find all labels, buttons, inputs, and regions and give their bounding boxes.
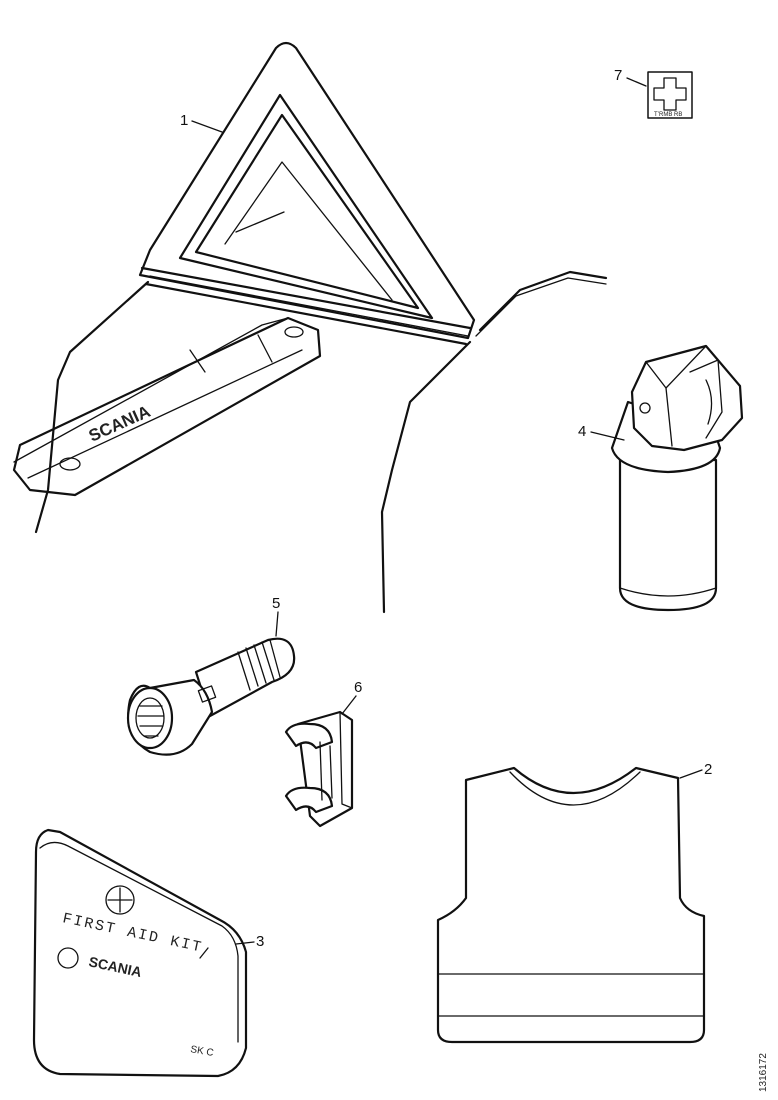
cross-in-circle-icon [105,885,135,915]
drawing-reference: 1316172 [758,1053,769,1092]
leader-1 [191,120,223,133]
first-aid-kit: FIRST AID KIT SCANIA SK C [32,828,248,1078]
leader-4 [590,431,625,441]
leader-6 [341,695,357,715]
sticker-caption: T’RMB RB [654,112,682,118]
callout-7: 7 [614,67,622,84]
callout-6: 6 [354,679,362,696]
first-aid-sticker: T’RMB RB [647,71,693,119]
cross-icon [653,77,687,111]
leader-2 [679,769,703,779]
callout-4: 4 [578,423,586,440]
reflective-vest [436,766,706,1044]
leader-3 [235,941,255,945]
first-aid-small: SK C [189,1044,214,1059]
fire-extinguisher [610,344,744,612]
warning-triangle [34,41,608,614]
callout-5: 5 [272,595,280,612]
callout-1: 1 [180,112,188,129]
warning-triangle-case: SCANIA [12,316,322,497]
callout-2: 2 [704,761,712,778]
leader-5 [275,611,279,637]
flashlight [126,637,296,756]
torch-bracket [284,710,354,828]
callout-3: 3 [256,933,264,950]
leader-7 [626,77,647,87]
